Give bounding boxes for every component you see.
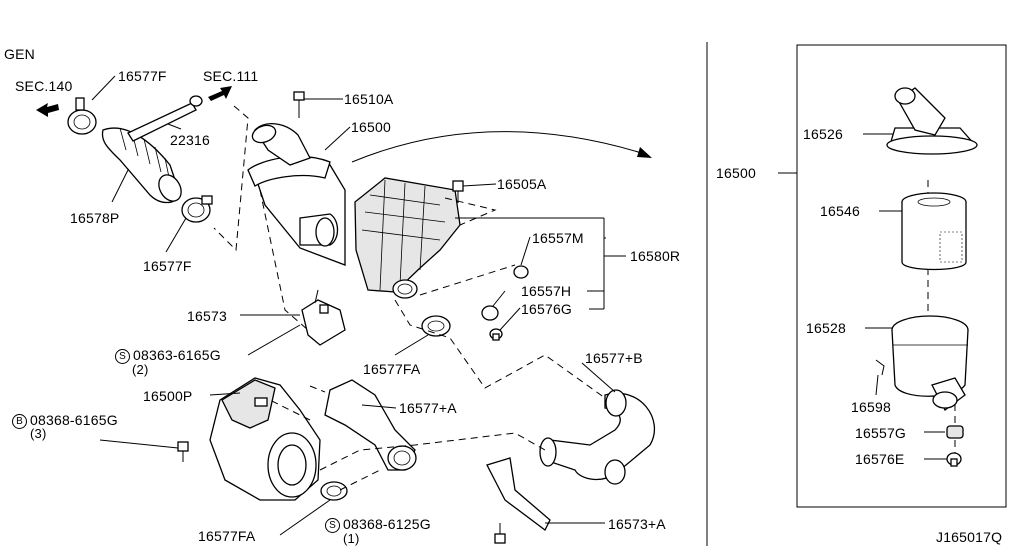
sec-140-label[interactable]: SEC.140 bbox=[15, 78, 73, 94]
bolt-08363-symbol: S bbox=[115, 349, 130, 364]
part-16526[interactable]: 16526 bbox=[803, 126, 843, 142]
bolt-08368-b bbox=[177, 441, 189, 462]
part-16510a[interactable]: 16510A bbox=[344, 91, 394, 107]
grommet-16576g bbox=[489, 328, 503, 341]
bolt-08368-b-symbol: B bbox=[12, 414, 27, 429]
bolt-08368-s-symbol: S bbox=[325, 518, 340, 533]
duct-16577a bbox=[324, 379, 417, 471]
part-16577f-top[interactable]: 16577F bbox=[118, 68, 167, 84]
part-16500[interactable]: 16500 bbox=[351, 119, 391, 135]
intake-hose-16578p bbox=[101, 127, 182, 204]
part-16577fa-low[interactable]: 16577FA bbox=[198, 528, 256, 544]
part-16576g[interactable]: 16576G bbox=[521, 301, 573, 317]
part-16500p[interactable]: 16500P bbox=[143, 388, 193, 404]
part-16598[interactable]: 16598 bbox=[851, 399, 891, 415]
bolt-16510a bbox=[293, 91, 305, 118]
assembly-lines bbox=[213, 105, 956, 491]
grommet-16576e bbox=[946, 452, 962, 467]
clamp-16577f-top bbox=[67, 97, 97, 135]
bolt-08363-qty: (2) bbox=[132, 362, 149, 377]
leader-lines bbox=[91, 75, 947, 536]
part-16573[interactable]: 16573 bbox=[187, 308, 227, 324]
sec-111-arrow bbox=[208, 86, 232, 101]
duct-16577b bbox=[539, 389, 656, 485]
resonator-16580r bbox=[354, 177, 461, 299]
model-code: GEN bbox=[4, 46, 35, 62]
part-16577f-low[interactable]: 16577F bbox=[143, 258, 192, 274]
exploded-view-frame bbox=[796, 44, 1007, 508]
bolt-08368-b-qty: (3) bbox=[30, 426, 47, 441]
part-16576e[interactable]: 16576E bbox=[855, 451, 905, 467]
grommet-16557h bbox=[481, 305, 499, 321]
part-22316[interactable]: 22316 bbox=[170, 132, 210, 148]
bolt-08363-code: 08363-6165G bbox=[133, 347, 221, 363]
clamp-16577fa-mid bbox=[421, 315, 451, 337]
air-cleaner-16500 bbox=[247, 123, 346, 266]
bolt-08368-s-code: 08368-6125G bbox=[343, 516, 431, 532]
sec-140-arrow bbox=[36, 103, 59, 117]
bolt-08368-s bbox=[494, 523, 506, 544]
clamp-16577f-low bbox=[181, 195, 213, 223]
part-16577fa-mid[interactable]: 16577FA bbox=[363, 361, 421, 377]
resonator-16500p bbox=[209, 377, 321, 501]
sec-111-label[interactable]: SEC.111 bbox=[203, 68, 259, 84]
part-16577a[interactable]: 16577+A bbox=[399, 400, 457, 416]
exploded-assembly-16500[interactable]: 16500 bbox=[716, 165, 756, 181]
grommet-16557m bbox=[513, 265, 529, 279]
clip-16598 bbox=[875, 359, 885, 376]
part-16557h[interactable]: 16557H bbox=[521, 283, 572, 299]
flow-arrow bbox=[351, 131, 652, 163]
part-16580r[interactable]: 16580R bbox=[630, 248, 681, 264]
breather-tube-22316 bbox=[127, 95, 203, 142]
bolt-08368-s-qty: (1) bbox=[343, 531, 360, 546]
part-16573a[interactable]: 16573+A bbox=[608, 516, 666, 532]
part-16528[interactable]: 16528 bbox=[806, 320, 846, 336]
part-16557m[interactable]: 16557M bbox=[532, 230, 584, 246]
clamp-16577fa-low bbox=[320, 481, 348, 501]
bolt-08368-b-code: 08368-6165G bbox=[30, 412, 118, 428]
bracket-16573a bbox=[486, 457, 551, 531]
body-16528 bbox=[891, 315, 969, 411]
part-16505a[interactable]: 16505A bbox=[497, 176, 547, 192]
part-16546[interactable]: 16546 bbox=[820, 203, 860, 219]
bracket-16573 bbox=[301, 289, 346, 346]
part-16577b[interactable]: 16577+B bbox=[585, 350, 643, 366]
part-16578p[interactable]: 16578P bbox=[70, 210, 120, 226]
grommet-16557g bbox=[946, 425, 964, 439]
bolt-08363 bbox=[319, 304, 329, 314]
drawing-number: J165017Q bbox=[936, 529, 1003, 545]
cover-16526 bbox=[886, 87, 978, 155]
filter-element-16546 bbox=[901, 192, 967, 271]
part-16557g[interactable]: 16557G bbox=[855, 425, 907, 441]
